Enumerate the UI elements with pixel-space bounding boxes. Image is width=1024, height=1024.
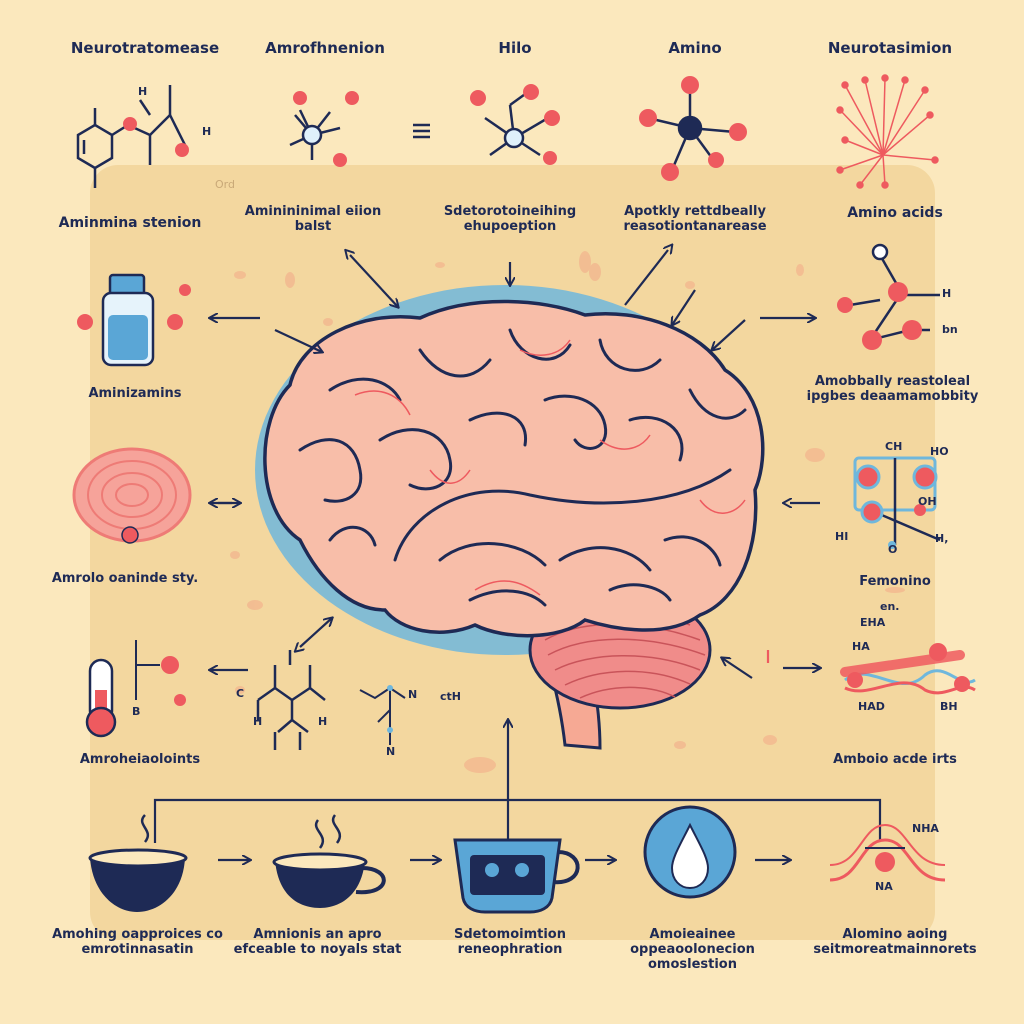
bottom-label-nha: NHA: [912, 822, 939, 835]
top-caption-2: Aminininimal eiion balst: [244, 204, 382, 234]
left-caption-3: Amroheiaoloints: [79, 752, 201, 767]
left-caption-2: Amrolo oaninde sty.: [51, 571, 199, 586]
right-label-bn: bn: [942, 323, 958, 336]
right-label-en: en.: [880, 600, 900, 613]
bottom-caption-3: Sdetomoimtion reneophration: [454, 927, 566, 957]
center-molecule-1: [256, 650, 326, 750]
brain-gyri: [298, 328, 747, 607]
thermometer-icon: [85, 656, 186, 738]
right-label-hi: HI: [835, 530, 849, 543]
cerebrum: [263, 299, 765, 638]
right-label-o: O: [888, 543, 898, 556]
right-label-ho: HO: [930, 445, 949, 458]
right-label-h-top: H: [942, 287, 952, 300]
mol-label-c: C: [236, 687, 245, 700]
top-title-2: Amrofhnenion: [265, 39, 385, 57]
right-molecule-2: [853, 456, 941, 549]
top-title-5: Neurotasimion: [827, 39, 953, 57]
top-title-3: Hilo: [498, 39, 532, 57]
mol-label-b: B: [132, 705, 141, 718]
right-dna-strand: [840, 643, 976, 695]
top-molecule-3: [470, 84, 560, 165]
right-label-had: HAD: [858, 700, 885, 713]
top-molecule-4: [639, 76, 747, 181]
right-label-eha: EHA: [860, 616, 886, 629]
right-molecule-1: [837, 243, 940, 350]
mol-label-h4: H: [318, 715, 328, 728]
right-label-h: H,: [935, 532, 949, 545]
vial-icon: [77, 273, 191, 367]
right-caption-1: Amobbally reastoleal ipgbes deaamamobbit…: [806, 374, 979, 404]
bottom-label-na: NA: [875, 880, 893, 893]
equals-sign: [413, 123, 430, 139]
arrows: [153, 250, 882, 860]
top-molecule-2: [289, 91, 359, 167]
left-bracket-molecule: [135, 640, 160, 700]
brain-sulci-highlights: [354, 339, 746, 596]
right-label-oh: OH: [918, 495, 937, 508]
mol-label-n2: N: [386, 745, 396, 758]
top-caption-1: Aminmina stenion: [58, 215, 202, 231]
bottom-caption-2: Amnionis an apro efceable to noyals stat: [233, 927, 402, 957]
right-label-ch: CH: [885, 440, 903, 453]
top-title-1: Neurotratomease: [70, 39, 220, 57]
teacup-icon: [272, 814, 386, 908]
mol-label-h3: H: [253, 715, 263, 728]
right-caption-2: Femonino: [859, 574, 931, 589]
center-molecule-2: [359, 685, 406, 745]
right-caption-3: Amboio acde irts: [833, 752, 957, 767]
mol-label-n1: N: [408, 688, 418, 701]
bottom-caption-4: Amoieainee oppeaoolonecion omoslestion: [630, 927, 755, 972]
bottom-caption-5: Alomino aoing seitmoreatmainnorets: [813, 927, 977, 957]
right-label-bh: BH: [940, 700, 958, 713]
mol-label-h2: H: [202, 125, 212, 138]
tissue-disc-icon: [72, 447, 192, 544]
background-speckles: [230, 251, 905, 773]
top-caption-3: Sdetorotoineihing ehupoeption: [443, 204, 577, 234]
right-label-ha: HA: [852, 640, 870, 653]
left-caption-1: Aminizamins: [88, 386, 182, 401]
water-drop-icon: [643, 805, 737, 899]
signal-wave-icon: [829, 823, 946, 882]
top-molecule-1: [76, 85, 189, 188]
top-caption-5: Amino acids: [847, 205, 943, 221]
top-molecule-5-network: [836, 74, 939, 189]
top-title-4: Amino: [668, 39, 722, 57]
mol-label-cth: ctH: [440, 690, 461, 703]
stray-text: Ord: [215, 178, 235, 191]
mol-label-h1: H: [138, 85, 148, 98]
bowl-icon: [88, 814, 188, 912]
brain-illustration: [255, 285, 765, 750]
bottom-caption-1: Amohing oapproices co emrotinnasatin: [52, 927, 223, 957]
coffee-mug-icon: [453, 838, 580, 914]
top-caption-4: Apotkly rettdbeally reasotiontanarease: [623, 204, 767, 234]
